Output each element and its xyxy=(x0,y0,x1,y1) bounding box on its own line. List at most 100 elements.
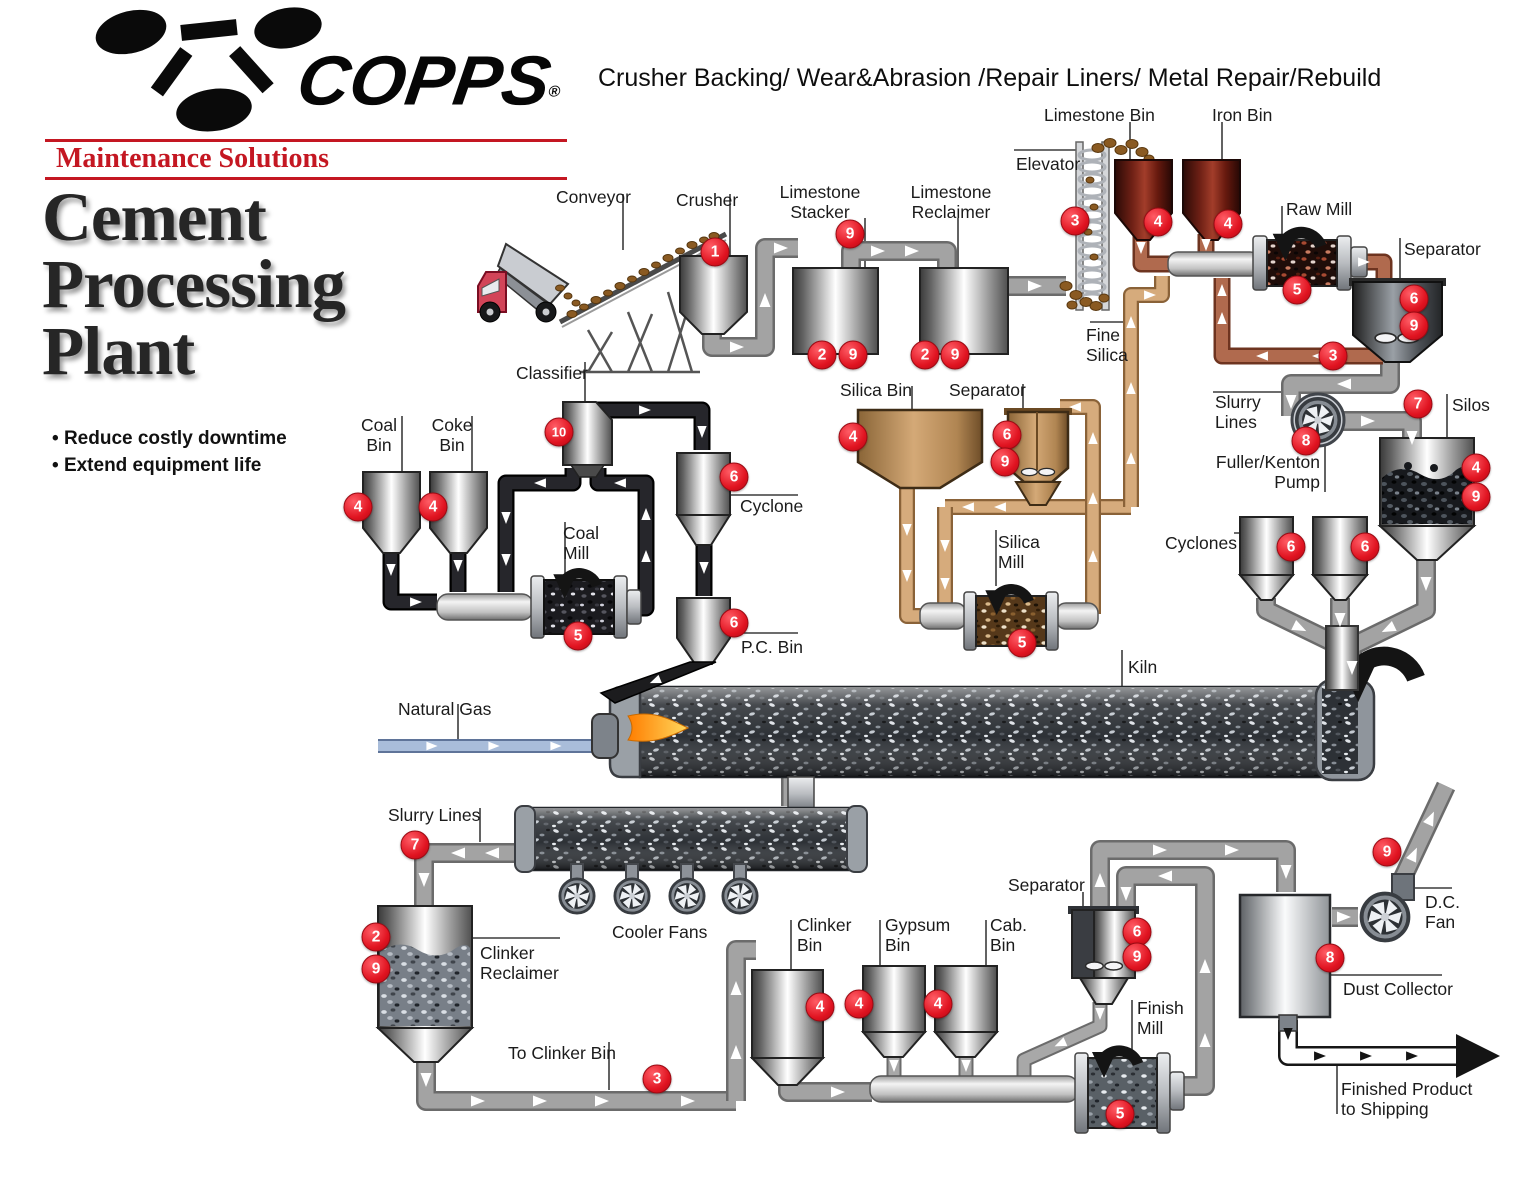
step-marker-6: 6 xyxy=(1122,917,1152,947)
step-marker-10: 10 xyxy=(544,417,574,447)
crusher xyxy=(679,255,748,335)
step-marker-5: 5 xyxy=(1282,275,1312,305)
label-dust-collector: Dust Collector xyxy=(1343,979,1453,999)
step-marker-4: 4 xyxy=(343,492,373,522)
step-marker-5: 5 xyxy=(1105,1099,1135,1129)
label-slurry-lines-top: Slurry Lines xyxy=(1215,392,1261,432)
step-marker-5: 5 xyxy=(1007,628,1037,658)
label-crusher: Crusher xyxy=(676,190,739,210)
shipping-arrowhead xyxy=(1456,1034,1500,1078)
brand-subtitle: Maintenance Solutions xyxy=(56,143,330,174)
label-coal-mill: Coal Mill xyxy=(563,523,599,563)
cyclones-pair xyxy=(1237,516,1370,601)
label-pc-bin: P.C. Bin xyxy=(741,637,803,657)
bullet-1: Reduce costly downtime xyxy=(52,428,287,450)
step-marker-7: 7 xyxy=(400,830,430,860)
red-rule-top xyxy=(45,139,567,142)
label-kiln: Kiln xyxy=(1128,657,1158,677)
coal-bin xyxy=(362,471,421,554)
step-marker-4: 4 xyxy=(844,989,874,1019)
label-clinker-bin: Clinker Bin xyxy=(797,915,852,955)
step-marker-9: 9 xyxy=(361,954,391,984)
clinker-cooler xyxy=(514,805,868,873)
step-marker-4: 4 xyxy=(1143,207,1173,237)
step-marker-8: 8 xyxy=(1291,426,1321,456)
step-marker-4: 4 xyxy=(838,422,868,452)
step-marker-3: 3 xyxy=(1318,341,1348,371)
label-elevator: Elevator xyxy=(1016,154,1081,174)
label-limestone-stacker: Limestone Stacker xyxy=(779,182,861,222)
step-marker-6: 6 xyxy=(992,420,1022,450)
label-classifier: Classifier xyxy=(516,363,588,383)
step-marker-1: 1 xyxy=(700,237,730,267)
label-raw-mill: Raw Mill xyxy=(1286,199,1353,219)
step-marker-4: 4 xyxy=(805,992,835,1022)
label-cyclones: Cyclones xyxy=(1165,533,1237,553)
step-marker-6: 6 xyxy=(1276,532,1306,562)
limestone-stacker xyxy=(792,267,879,355)
label-to-clinker-bin: To Clinker Bin xyxy=(508,1043,616,1063)
step-marker-3: 3 xyxy=(642,1064,672,1094)
label-fuller-kenton-pump: Fuller/Kenton Pump xyxy=(1215,452,1320,492)
label-clinker-reclaimer: Clinker Reclaimer xyxy=(480,943,559,983)
label-silos: Silos xyxy=(1452,395,1490,415)
label-finish-mill: Finish Mill xyxy=(1137,998,1184,1038)
step-marker-9: 9 xyxy=(1461,482,1491,512)
label-gypsum-bin: Gypsum Bin xyxy=(885,915,951,955)
silos xyxy=(1377,437,1477,561)
step-marker-9: 9 xyxy=(940,340,970,370)
coke-bin xyxy=(429,471,488,554)
step-marker-9: 9 xyxy=(1122,942,1152,972)
step-marker-6: 6 xyxy=(719,462,749,492)
step-marker-6: 6 xyxy=(719,608,749,638)
gypsum-bin xyxy=(860,965,928,1058)
label-iron-bin: Iron Bin xyxy=(1212,105,1273,125)
label-separator-finish: Separator xyxy=(1008,875,1085,895)
step-marker-4: 4 xyxy=(923,989,953,1019)
label-separator-raw: Separator xyxy=(1404,239,1481,259)
step-marker-9: 9 xyxy=(835,219,865,249)
step-marker-8: 8 xyxy=(1315,943,1345,973)
label-dc-fan: D.C. Fan xyxy=(1425,892,1460,932)
dc-fan xyxy=(1359,873,1415,943)
label-slurry-lines-bottom: Slurry Lines xyxy=(388,805,481,825)
silica-bin xyxy=(856,408,984,490)
step-marker-2: 2 xyxy=(361,922,391,952)
step-marker-4: 4 xyxy=(418,492,448,522)
bullet-2: Extend equipment life xyxy=(52,455,261,477)
step-marker-7: 7 xyxy=(1403,389,1433,419)
step-marker-2: 2 xyxy=(807,340,837,370)
page-title: Cement Processing Plant xyxy=(42,179,346,389)
finish-mill-feed-tube xyxy=(869,1075,1079,1103)
dump-truck xyxy=(477,242,570,323)
step-marker-5: 5 xyxy=(563,621,593,651)
coal-circuit xyxy=(362,401,732,704)
copps-logo-icon xyxy=(95,7,322,132)
label-fine-silica: Fine Silica xyxy=(1086,325,1128,365)
label-cyclone: Cyclone xyxy=(740,496,804,516)
step-marker-4: 4 xyxy=(1461,453,1491,483)
step-marker-4: 4 xyxy=(1213,209,1243,239)
label-conveyor: Conveyor xyxy=(556,187,631,207)
classifier xyxy=(562,401,613,466)
label-cooler-fans: Cooler Fans xyxy=(612,922,708,942)
limestone-reclaimer xyxy=(919,267,1009,355)
label-natural-gas: Natural Gas xyxy=(398,699,492,719)
label-silica-bin: Silica Bin xyxy=(840,380,912,400)
step-marker-9: 9 xyxy=(990,447,1020,477)
label-cab-bin: Cab. Bin xyxy=(990,915,1027,955)
cyclone-junction xyxy=(1325,625,1359,691)
kiln xyxy=(591,656,1416,812)
label-limestone-reclaimer: Limestone Reclaimer xyxy=(910,182,992,222)
label-limestone-bin: Limestone Bin xyxy=(1044,105,1155,125)
clinker-bin xyxy=(749,969,826,1086)
step-marker-2: 2 xyxy=(910,340,940,370)
step-marker-6: 6 xyxy=(1350,532,1380,562)
step-marker-9: 9 xyxy=(1372,837,1402,867)
label-silica-mill: Silica Mill xyxy=(998,532,1040,572)
step-marker-9: 9 xyxy=(838,340,868,370)
label-coke-bin: Coke Bin xyxy=(431,415,473,455)
raw-mill-feed-tube xyxy=(1167,251,1261,277)
label-coal-bin: Coal Bin xyxy=(361,415,397,455)
